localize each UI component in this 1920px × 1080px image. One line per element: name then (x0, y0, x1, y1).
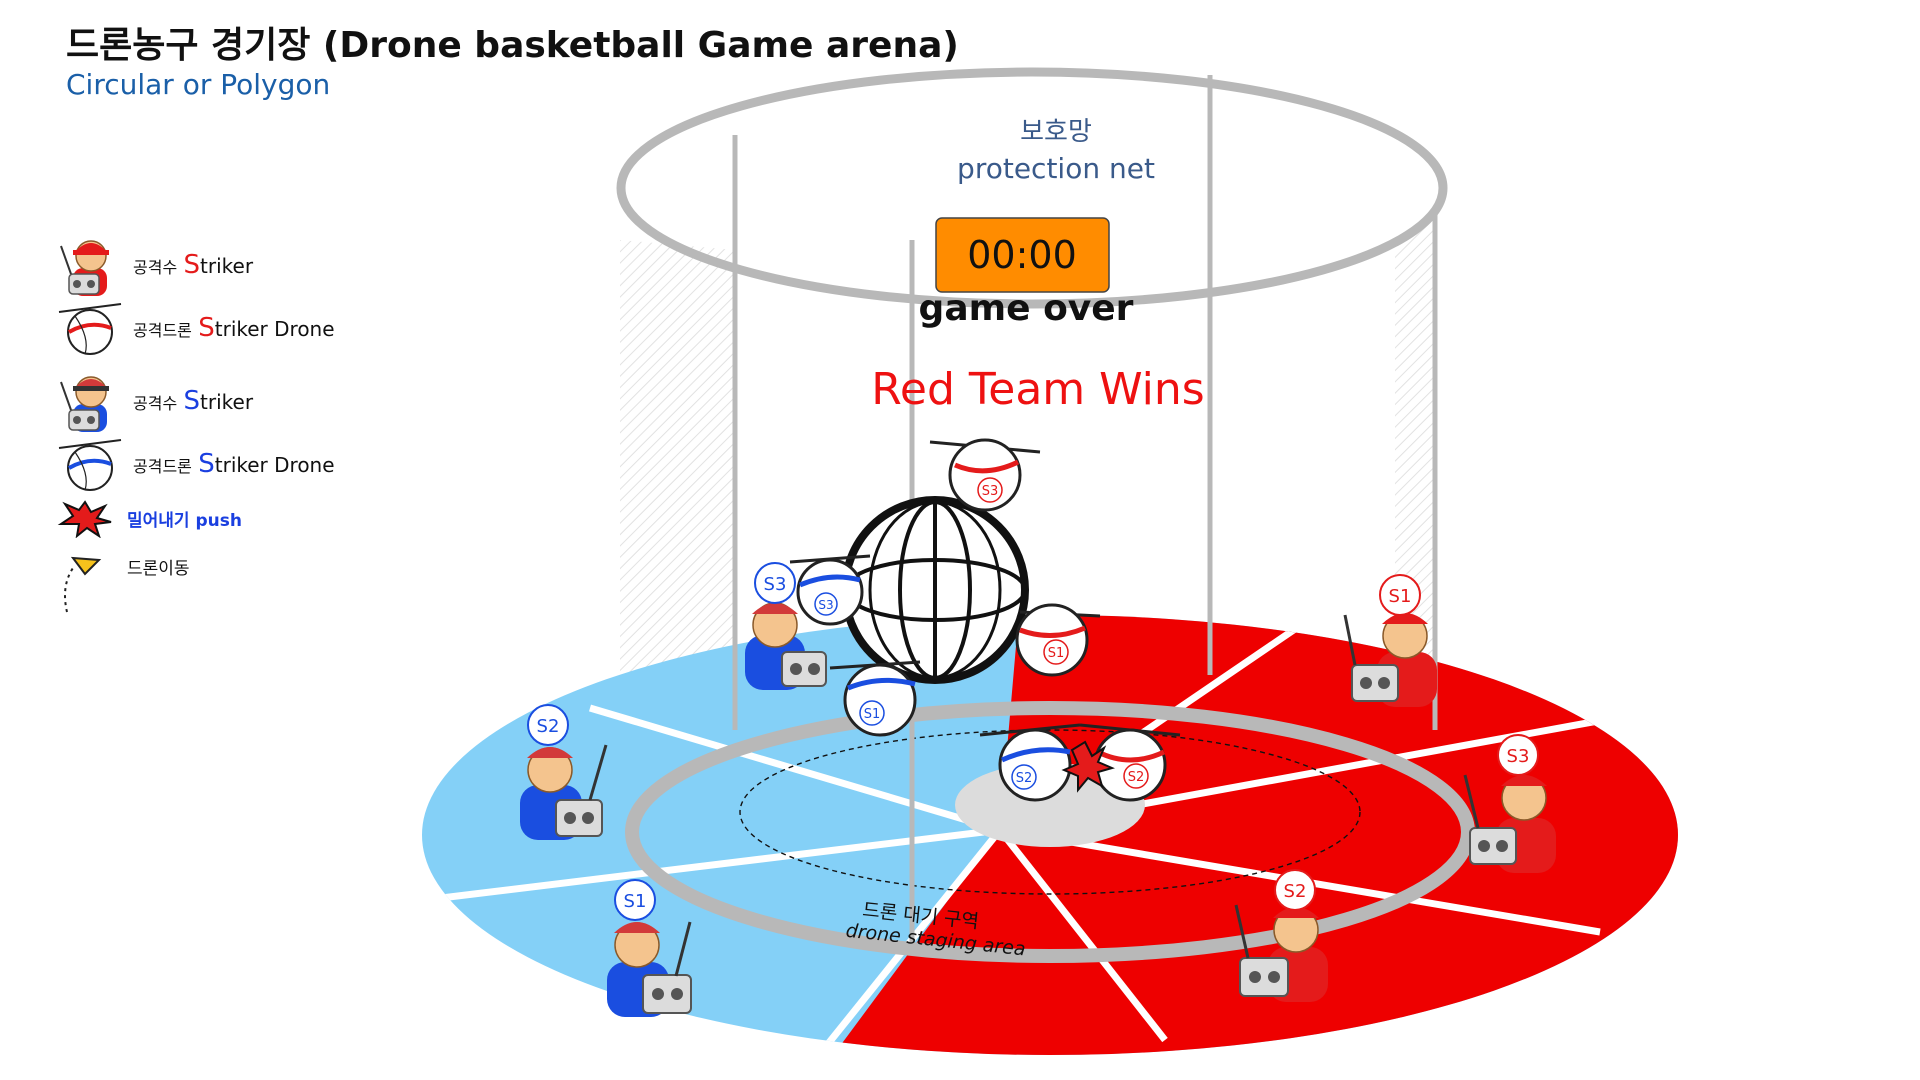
svg-text:S1: S1 (864, 707, 881, 722)
timer-value: 00:00 (967, 233, 1077, 277)
legend-push: 밀어내기 push (55, 498, 242, 538)
staging-boundary (739, 729, 1361, 895)
legend-red-drone: 공격드론 Striker Drone (55, 298, 335, 358)
net-mesh-left (620, 240, 735, 760)
legend-move: 드론이동 (55, 546, 190, 616)
player-red-s1: S1 (1343, 574, 1437, 707)
push-burst-icon (57, 500, 112, 538)
drone-red-s3: S3 (929, 438, 1041, 512)
svg-text:S1: S1 (1048, 646, 1065, 661)
player-red-s2: S2 (1234, 869, 1328, 1002)
drone-red-s1: S1 (1015, 603, 1101, 677)
basketball-goal (841, 496, 1029, 684)
red-team-zone (800, 615, 1678, 1055)
page-subtitle: Circular or Polygon (66, 68, 331, 101)
net-label-korean: 보호망 (1020, 117, 1092, 147)
legend-blue-striker: 공격수 Striker (55, 366, 253, 436)
svg-text:S2: S2 (1016, 771, 1033, 786)
result-text: Red Team Wins (871, 364, 1204, 415)
red-striker-icon (60, 240, 109, 296)
drone-blue-s1: S1 (829, 660, 921, 737)
net-poles (732, 75, 1438, 950)
move-arrow-icon (64, 556, 102, 613)
game-status: game over (919, 288, 1134, 329)
push-burst-icon (1061, 740, 1115, 793)
player-blue-s3: S3 (745, 562, 827, 690)
legend-red-striker: 공격수 Striker (55, 230, 253, 300)
net-label-english: protection net (957, 152, 1155, 185)
drone-blue-s2: S2 (979, 723, 1081, 802)
drone-blue-s3: S3 (789, 554, 871, 626)
svg-text:S1: S1 (624, 891, 647, 912)
legend-blue-drone: 공격드론 Striker Drone (55, 434, 335, 494)
red-drone-icon (58, 303, 122, 355)
blue-striker-icon (60, 376, 109, 432)
svg-text:S3: S3 (818, 598, 833, 612)
drone-red-s2: S2 (1079, 723, 1181, 802)
svg-text:S3: S3 (764, 574, 787, 595)
page-title: 드론농구 경기장 (Drone basketball Game arena) (66, 25, 959, 66)
svg-text:S3: S3 (982, 484, 999, 499)
svg-text:S2: S2 (1128, 770, 1145, 785)
player-blue-s2: S2 (520, 704, 608, 840)
svg-text:S2: S2 (537, 716, 560, 737)
svg-text:S2: S2 (1284, 881, 1307, 902)
player-red-s3: S3 (1463, 734, 1556, 873)
net-base-ring (625, 701, 1475, 963)
svg-text:S3: S3 (1507, 746, 1530, 767)
legend: 공격수 Striker 공격드론 Striker Drone 공격수 Strik… (55, 230, 385, 630)
player-blue-s1: S1 (607, 879, 692, 1017)
svg-text:S1: S1 (1389, 586, 1412, 607)
blue-drone-icon (58, 439, 122, 491)
net-top-ring (616, 67, 1448, 309)
timer-box (935, 217, 1110, 293)
